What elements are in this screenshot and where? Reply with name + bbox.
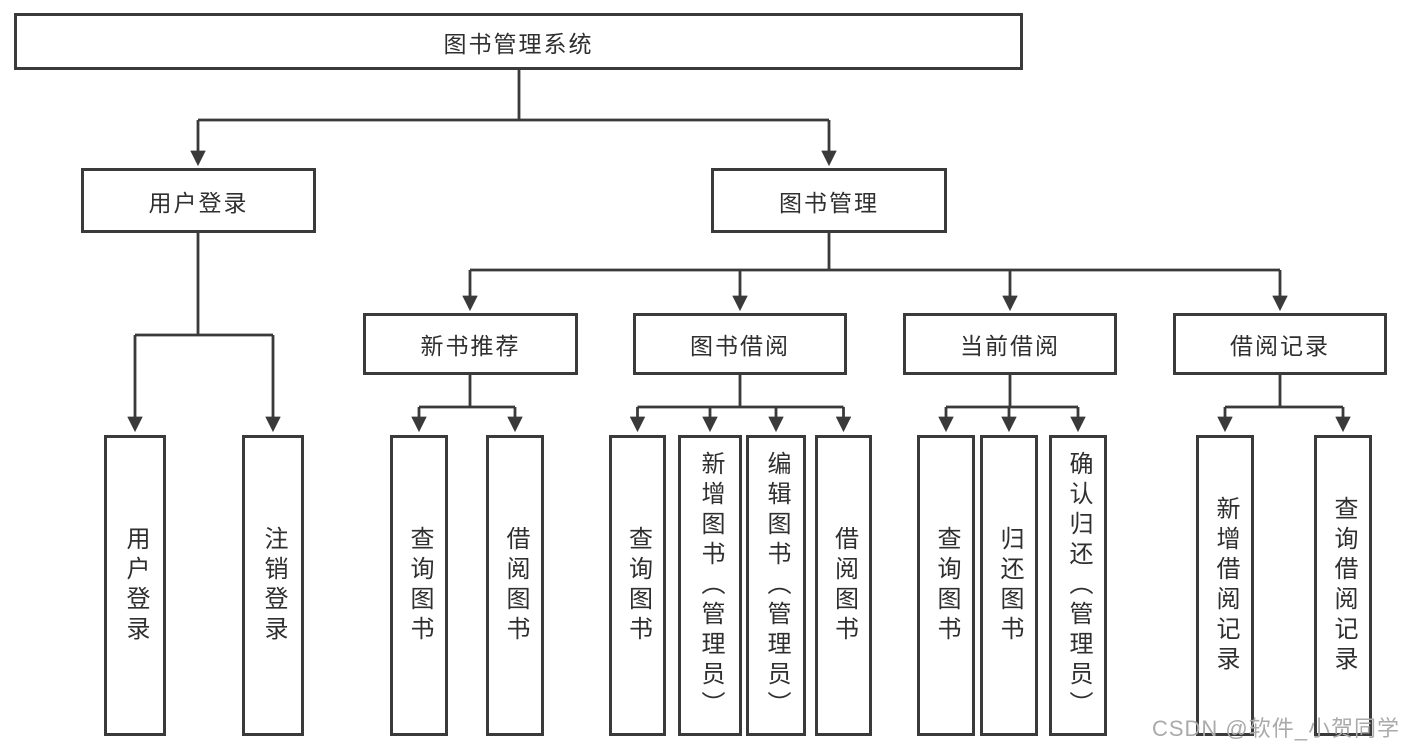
node-new-book-recommend: 新书推荐 [363, 313, 578, 375]
node-query-books-recommend: 查询图书 [390, 435, 448, 736]
node-user-login-leaf: 用户登录 [104, 435, 166, 736]
node-return-books: 归还图书 [980, 435, 1038, 736]
node-user-login: 用户登录 [81, 168, 316, 233]
node-book-borrowing: 图书借阅 [633, 313, 847, 375]
node-confirm-return-admin: 确认归还（管理员） [1049, 435, 1107, 736]
node-add-books-admin: 新增图书（管理员） [678, 435, 742, 736]
connector-trunks [135, 70, 1343, 409]
node-library-management-system: 图书管理系统 [14, 13, 1023, 70]
node-logout: 注销登录 [242, 435, 304, 736]
node-add-borrow-record: 新增借阅记录 [1196, 435, 1254, 736]
node-book-management: 图书管理 [711, 168, 947, 233]
node-borrow-books-borrowing: 借阅图书 [815, 435, 872, 736]
node-borrowing-records: 借阅记录 [1173, 313, 1387, 375]
node-borrow-books-recommend: 借阅图书 [486, 435, 544, 736]
node-query-books-borrowing: 查询图书 [609, 435, 666, 736]
node-query-books-current: 查询图书 [917, 435, 975, 736]
csdn-watermark: CSDN @软件_小贺同学 [1151, 716, 1400, 741]
connector-arrows [127, 120, 1351, 433]
node-edit-books-admin: 编辑图书（管理员） [746, 435, 806, 736]
node-query-borrow-record: 查询借阅记录 [1314, 435, 1372, 736]
node-current-borrowing: 当前借阅 [903, 313, 1117, 375]
